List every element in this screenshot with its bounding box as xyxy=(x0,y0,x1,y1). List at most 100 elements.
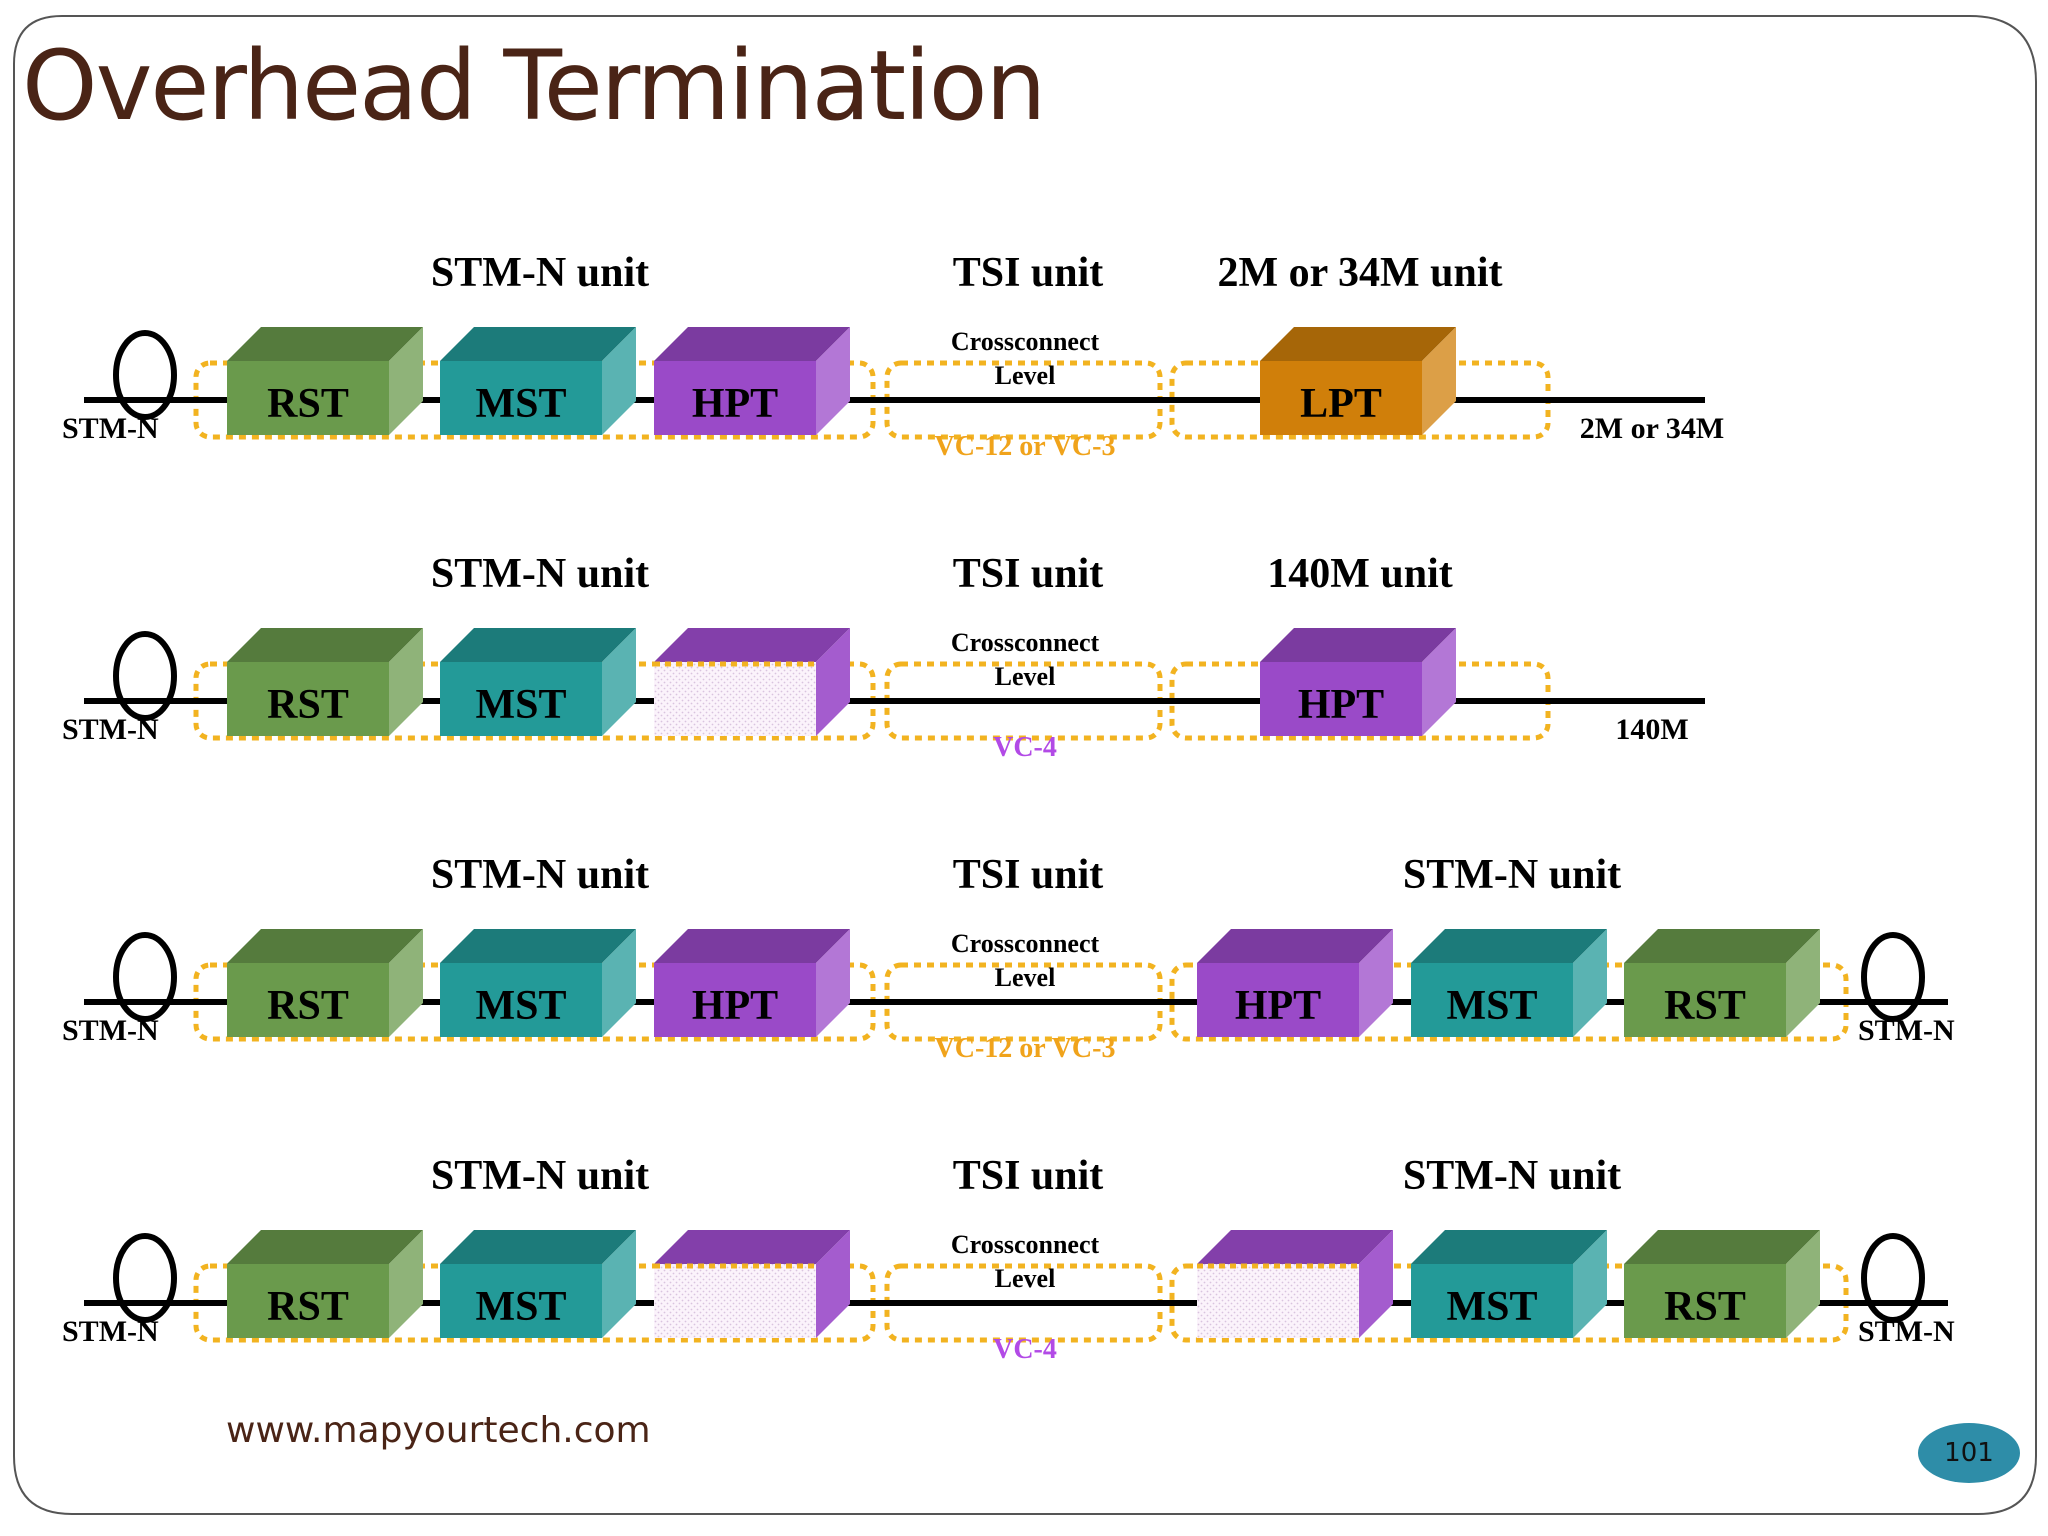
row-3-right-io-label: STM-N xyxy=(1858,1315,1955,1348)
row-2-block-2-top xyxy=(654,929,850,963)
row-3-block-0-side xyxy=(389,1230,423,1338)
row-3-block-1-side xyxy=(602,1230,636,1338)
row-0-block-3-label: LPT xyxy=(1300,381,1382,427)
row-3-block-3-face xyxy=(1197,1264,1359,1338)
row-0-vc-label: VC-12 or VC-3 xyxy=(935,431,1116,462)
row-3-block-4-top xyxy=(1411,1230,1607,1264)
row-0-block-3-side xyxy=(1422,327,1456,435)
row-2-block-5-top xyxy=(1624,929,1820,963)
row-1-left-ring-icon xyxy=(113,631,177,721)
row-1-block-3-top xyxy=(1260,628,1456,662)
row-0-block-0-top xyxy=(227,327,423,361)
row-3-block-5-label: RST xyxy=(1664,1284,1746,1330)
row-1-crossconnect-label: Crossconnect xyxy=(951,628,1100,657)
row-1-unit-label-2: 140M unit xyxy=(1267,551,1453,597)
row-0-block-0-label: RST xyxy=(267,381,349,427)
page-title: Overhead Termination xyxy=(22,30,1046,142)
row-0-level-label: Level xyxy=(995,361,1056,390)
row-3-block-2-top xyxy=(654,1230,850,1264)
row-1-unit-label-1: TSI unit xyxy=(953,551,1104,597)
row-2-block-0-top xyxy=(227,929,423,963)
row-1-unit-label-0: STM-N unit xyxy=(431,551,649,597)
row-3-block-0-label: RST xyxy=(267,1284,349,1330)
row-3-block-3-side xyxy=(1359,1230,1393,1338)
row-0-block-2-label: HPT xyxy=(692,381,778,427)
row-0-unit-label-1: TSI unit xyxy=(953,250,1104,296)
row-1-level-label: Level xyxy=(995,662,1056,691)
row-3-block-0-face xyxy=(227,1264,389,1338)
row-3-right-ring-icon xyxy=(1861,1233,1925,1323)
row-1-block-1-label: MST xyxy=(475,682,566,728)
footer-url[interactable]: www.mapyourtech.com xyxy=(226,1410,651,1451)
row-3-vc-label: VC-4 xyxy=(993,1334,1057,1365)
row-1: RST MST HPT STM-N unit TSI unit 140M unitCros… xyxy=(62,551,1705,763)
row-2-crossconnect-label: Crossconnect xyxy=(951,929,1100,958)
row-2-block-3-label: HPT xyxy=(1235,983,1321,1029)
row-2-block-3-face xyxy=(1197,963,1359,1037)
row-3-block-0-top xyxy=(227,1230,423,1264)
row-0-block-3-top xyxy=(1260,327,1456,361)
row-0-left-ring-icon xyxy=(113,330,177,420)
row-2-block-1-face xyxy=(440,963,602,1037)
row-2-block-0-face xyxy=(227,963,389,1037)
row-2-block-0-side xyxy=(389,929,423,1037)
row-0-left-io-label: STM-N xyxy=(62,412,159,445)
row-0: RST MST HPT LPT STM-N unit TSI unit 2M or 34M … xyxy=(62,250,1724,462)
row-0-block-0-face xyxy=(227,361,389,435)
row-1-block-0-side xyxy=(389,628,423,736)
row-2-block-4-top xyxy=(1411,929,1607,963)
row-2-right-ring-icon xyxy=(1861,932,1925,1022)
row-3-block-4-face xyxy=(1411,1264,1573,1338)
row-3-block-5-top xyxy=(1624,1230,1820,1264)
row-2-unit-label-1: TSI unit xyxy=(953,852,1104,898)
row-0-block-1-top xyxy=(440,327,636,361)
row-0-block-2-side xyxy=(816,327,850,435)
row-2-vc-label: VC-12 or VC-3 xyxy=(935,1033,1116,1064)
row-2-block-3-side xyxy=(1359,929,1393,1037)
row-2-block-5-face xyxy=(1624,963,1786,1037)
row-0-block-1-label: MST xyxy=(475,381,566,427)
row-1-block-1-face xyxy=(440,662,602,736)
row-3-left-io-label: STM-N xyxy=(62,1315,159,1348)
row-1-block-1-top xyxy=(440,628,636,662)
slide-border xyxy=(13,15,2037,1515)
row-2-block-5-side xyxy=(1786,929,1820,1037)
row-0-unit-label-0: STM-N unit xyxy=(431,250,649,296)
row-1-block-3-label: HPT xyxy=(1298,682,1384,728)
row-3-block-4-side xyxy=(1573,1230,1607,1338)
row-2-block-1-side xyxy=(602,929,636,1037)
row-1-block-0-face xyxy=(227,662,389,736)
row-0-block-2-face xyxy=(654,361,816,435)
row-3-block-2-face xyxy=(654,1264,816,1338)
row-2-block-5-label: RST xyxy=(1664,983,1746,1029)
row-3-block-5-face xyxy=(1624,1264,1786,1338)
row-2-block-4-side xyxy=(1573,929,1607,1037)
row-1-block-3-side xyxy=(1422,628,1456,736)
row-3-block-2-side xyxy=(816,1230,850,1338)
row-2-block-1-label: MST xyxy=(475,983,566,1029)
row-0-block-3-face xyxy=(1260,361,1422,435)
row-3-block-3-top xyxy=(1197,1230,1393,1264)
row-1-block-2-side xyxy=(816,628,850,736)
row-3-block-4-label: MST xyxy=(1446,1284,1537,1330)
row-0-block-1-face xyxy=(440,361,602,435)
row-1-block-1-side xyxy=(602,628,636,736)
row-3-unit-label-0: STM-N unit xyxy=(431,1153,649,1199)
row-2-block-0-label: RST xyxy=(267,983,349,1029)
row-1-block-2-face xyxy=(654,662,816,736)
row-2-block-4-face xyxy=(1411,963,1573,1037)
row-1-vc-label: VC-4 xyxy=(993,732,1057,763)
row-0-crossconnect-label: Crossconnect xyxy=(951,327,1100,356)
row-2-unit-label-0: STM-N unit xyxy=(431,852,649,898)
row-3-block-1-face xyxy=(440,1264,602,1338)
row-2-left-io-label: STM-N xyxy=(62,1014,159,1047)
row-1-block-0-label: RST xyxy=(267,682,349,728)
row-2-left-ring-icon xyxy=(113,932,177,1022)
row-2-block-4-label: MST xyxy=(1446,983,1537,1029)
row-3-unit-label-2: STM-N unit xyxy=(1403,1153,1621,1199)
row-0-unit-label-2: 2M or 34M unit xyxy=(1217,250,1502,296)
